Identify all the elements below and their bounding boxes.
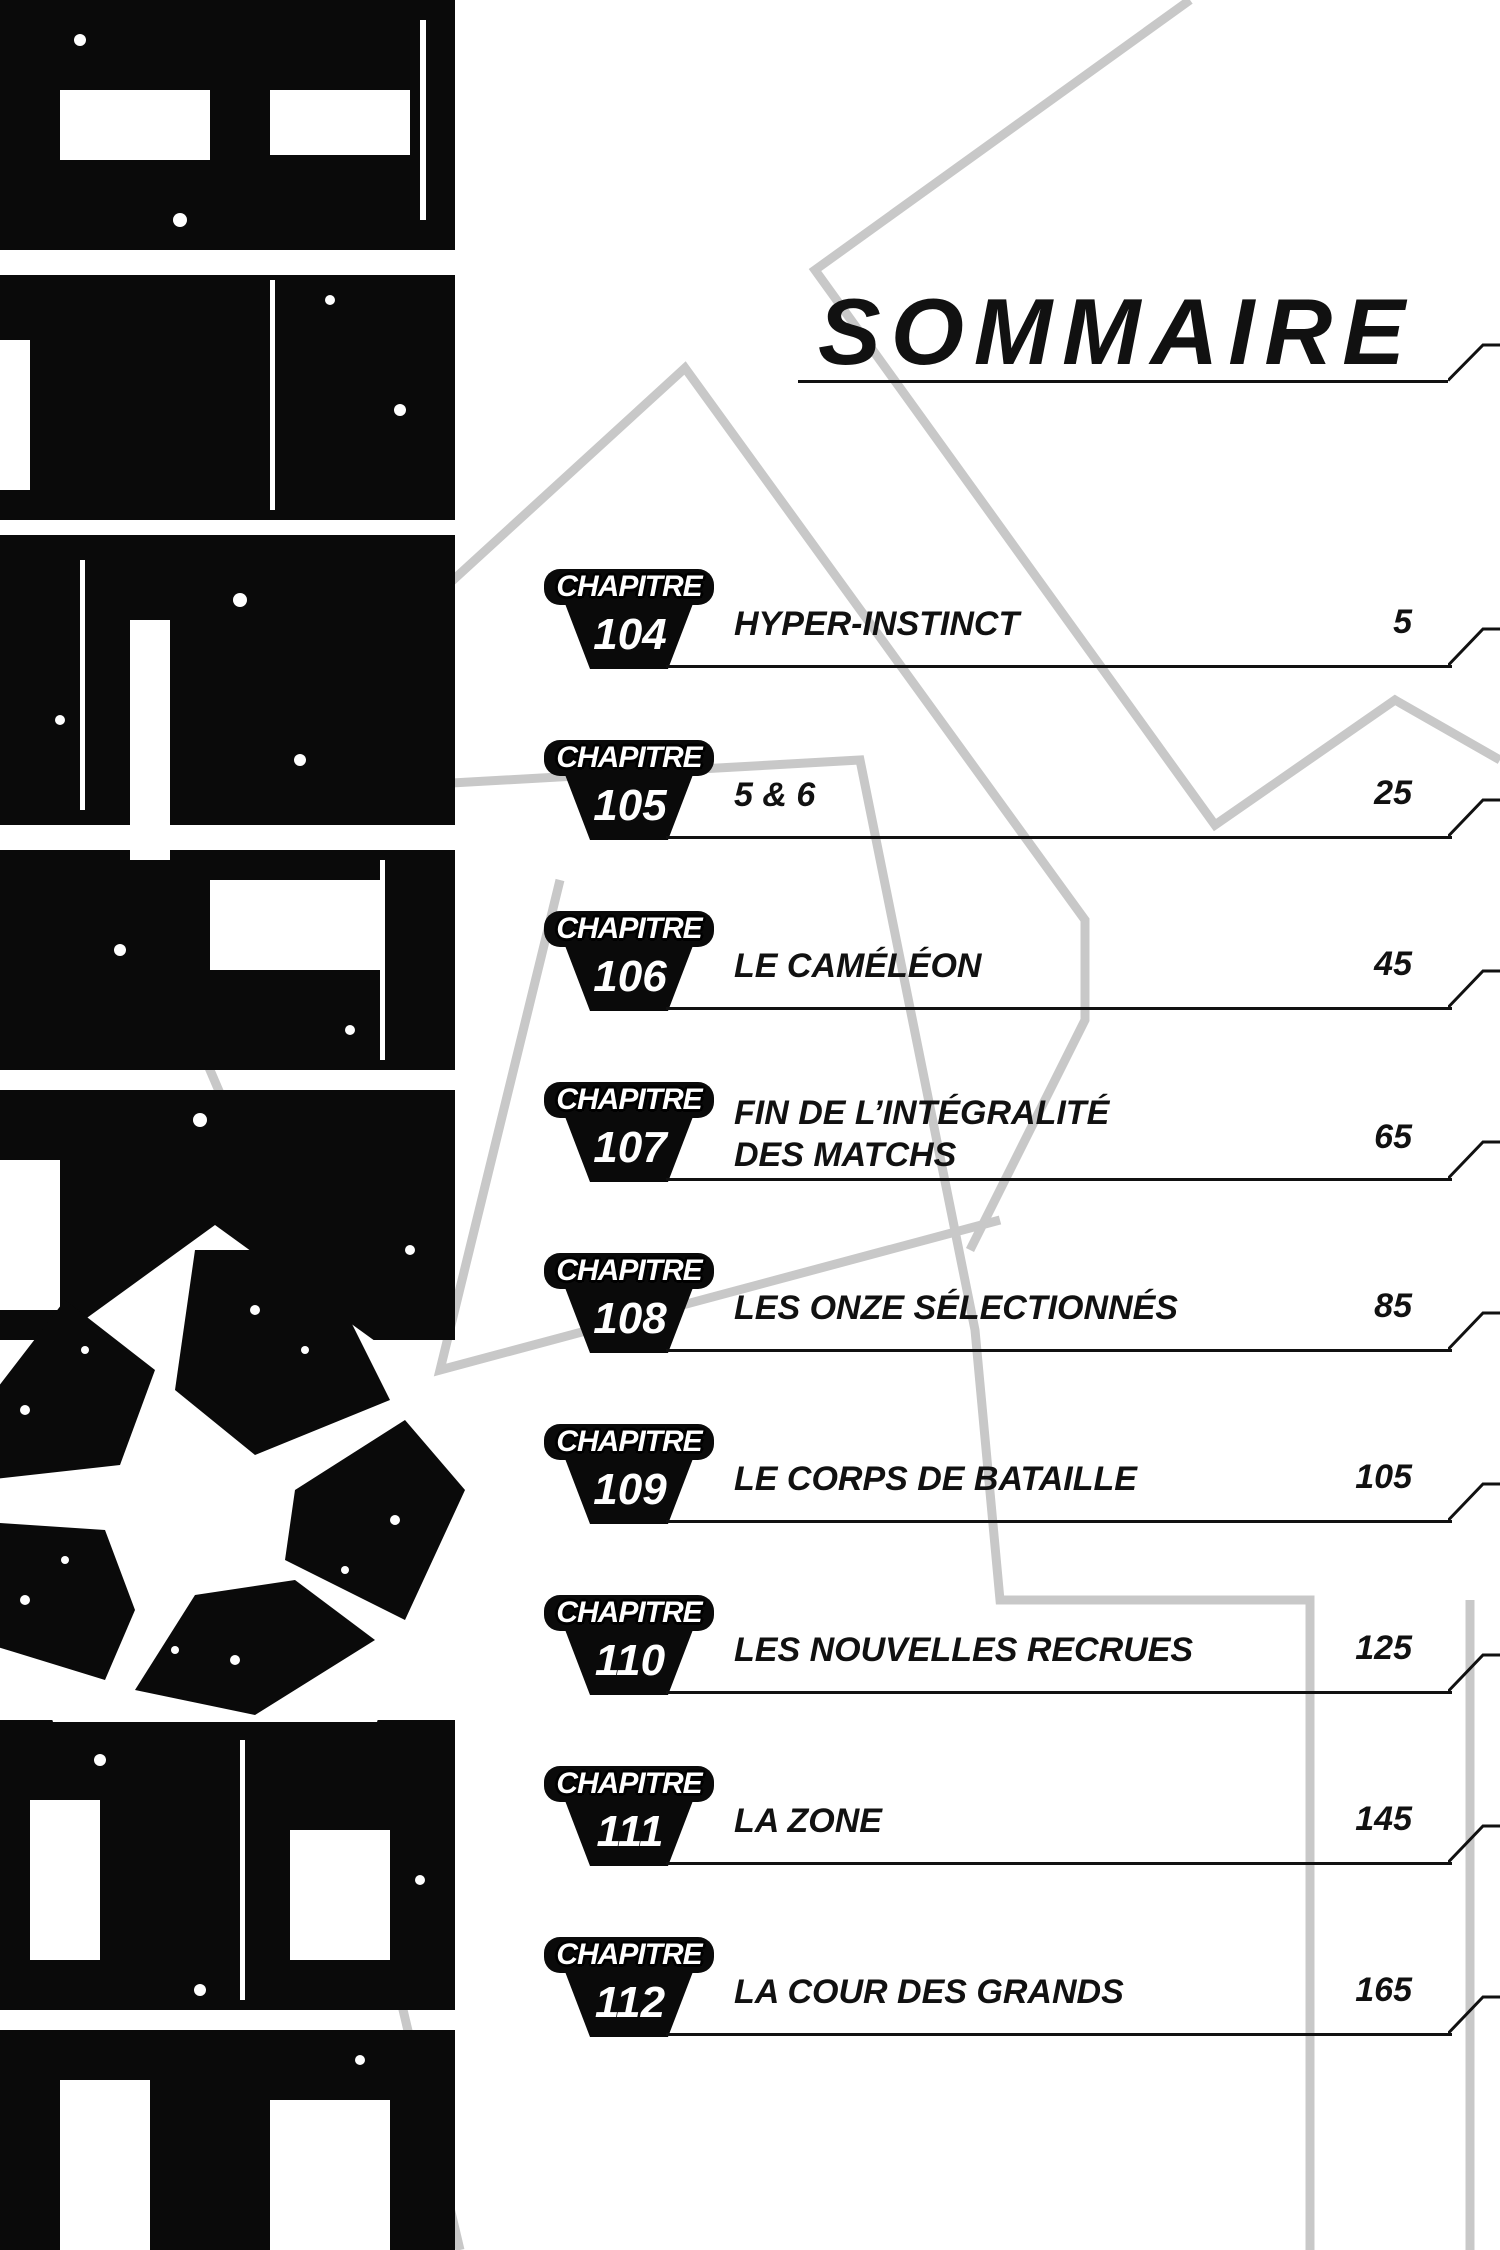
chapter-row[interactable]: CHAPITRE 110 LES NOUVELLES RECRUES 125 [530,1589,1500,1719]
title-underline [798,380,1448,383]
chapter-badge: CHAPITRE 108 [540,1247,718,1359]
chapter-title: LE CORPS DE BATAILLE [734,1458,1137,1500]
chapter-title: HYPER-INSTINCT [734,603,1019,645]
chapter-badge-shape [544,1253,714,1353]
chapter-badge-shape [544,569,714,669]
chapter-underline-tail [1448,1140,1500,1180]
chapter-badge: CHAPITRE 109 [540,1418,718,1530]
chapter-page-number: 105 [1355,1458,1412,1496]
grunge-title-artwork [0,0,477,2250]
chapter-row[interactable]: CHAPITRE 104 HYPER-INSTINCT 5 [530,563,1500,693]
chapter-underline [666,1007,1452,1010]
chapter-number: 108 [593,1294,667,1343]
chapter-badge-shape [544,1766,714,1866]
chapter-label: CHAPITRE [556,741,702,774]
title-underline-tail [1448,343,1500,382]
chapter-underline-tail [1448,1653,1500,1693]
chapter-underline-tail [1448,1995,1500,2035]
chapter-underline [666,665,1452,668]
chapter-title-line: HYPER-INSTINCT [734,605,1020,643]
chapter-underline [666,1691,1452,1694]
chapter-title: LES ONZE SÉLECTIONNÉS [734,1287,1178,1329]
chapter-title: LA COUR DES GRANDS [734,1971,1124,2013]
chapter-title-line: LE CORPS DE BATAILLE [734,1460,1137,1498]
chapter-row[interactable]: CHAPITRE 109 LE CORPS DE BATAILLE 105 [530,1418,1500,1548]
chapter-number: 111 [596,1807,664,1856]
chapter-title-line: LES ONZE SÉLECTIONNÉS [734,1289,1178,1327]
chapter-underline-tail [1448,1824,1500,1864]
chapter-badge: CHAPITRE 106 [540,905,718,1017]
chapter-underline-tail [1448,798,1500,838]
chapter-row[interactable]: CHAPITRE 112 LA COUR DES GRANDS 165 [530,1931,1500,2061]
chapter-badge-shape [544,911,714,1011]
chapter-title: LES NOUVELLES RECRUES [734,1629,1193,1671]
chapter-underline-tail [1448,1482,1500,1522]
chapter-badge: CHAPITRE 112 [540,1931,718,2043]
chapter-underline [666,1862,1452,1865]
chapter-number: 109 [593,1465,667,1514]
chapter-label: CHAPITRE [556,1767,702,1800]
chapter-underline [666,836,1452,839]
chapter-badge-shape [544,1595,714,1695]
chapter-row[interactable]: CHAPITRE 107 FIN DE L’INTÉGRALITÉ DES MATCH… [530,1076,1500,1206]
chapter-number: 110 [594,1636,666,1685]
chapter-badge: CHAPITRE 107 [540,1076,718,1188]
chapter-title-line: FIN DE L’INTÉGRALITÉ [734,1094,1110,1132]
chapter-label: CHAPITRE [556,570,702,603]
chapter-label: CHAPITRE [556,1938,702,1971]
chapter-number: 112 [594,1978,666,2027]
chapter-badge-shape [544,1937,714,2037]
chapter-number: 105 [593,781,667,830]
chapter-row[interactable]: CHAPITRE 105 5 & 6 25 [530,734,1500,864]
chapter-underline [666,1520,1452,1523]
chapter-page-number: 165 [1355,1971,1412,2009]
chapter-number: 107 [593,1123,667,1172]
chapter-badge-shape [544,1424,714,1524]
chapter-page-number: 65 [1374,1118,1412,1156]
chapter-row[interactable]: CHAPITRE 108 LES ONZE SÉLECTIONNÉS 85 [530,1247,1500,1377]
chapter-row[interactable]: CHAPITRE 106 LE CAMÉLÉON 45 [530,905,1500,1035]
chapter-title: 5 & 6 [734,774,815,816]
chapter-page-number: 5 [1393,603,1412,641]
chapter-badge-shape [544,740,714,840]
chapter-row[interactable]: CHAPITRE 111 LA ZONE 145 [530,1760,1500,1890]
chapter-title-line: LE CAMÉLÉON [734,947,982,985]
chapter-badge: CHAPITRE 111 [540,1760,718,1872]
chapter-title-line: DES MATCHS [734,1136,957,1174]
chapter-label: CHAPITRE [556,1083,702,1116]
chapter-badge: CHAPITRE 110 [540,1589,718,1701]
chapter-title-line: LA ZONE [734,1802,882,1840]
chapter-page-number: 25 [1374,774,1412,812]
chapter-underline-tail [1448,627,1500,667]
chapter-number: 106 [593,952,667,1001]
chapter-label: CHAPITRE [556,1254,702,1287]
chapter-badge-shape [544,1082,714,1182]
chapter-underline-tail [1448,1311,1500,1351]
chapter-title-line: 5 & 6 [734,776,816,814]
chapter-label: CHAPITRE [556,1425,702,1458]
chapter-underline [666,2033,1452,2036]
chapter-badge: CHAPITRE 104 [540,563,718,675]
chapter-label: CHAPITRE [556,912,702,945]
chapter-title: FIN DE L’INTÉGRALITÉ DES MATCHS [734,1092,1109,1176]
chapter-title: LA ZONE [734,1800,882,1842]
chapter-underline [666,1349,1452,1352]
chapter-title-line: LA COUR DES GRANDS [734,1973,1124,2011]
chapter-title: LE CAMÉLÉON [734,945,981,987]
chapter-title-line: LES NOUVELLES RECRUES [734,1631,1194,1669]
chapter-page-number: 125 [1355,1629,1412,1667]
chapter-page-number: 145 [1355,1800,1412,1838]
page-title: SOMMAIRE [818,279,1415,384]
chapter-page-number: 45 [1374,945,1412,983]
chapter-badge: CHAPITRE 105 [540,734,718,846]
chapter-underline [666,1178,1452,1181]
chapter-label: CHAPITRE [556,1596,702,1629]
chapter-underline-tail [1448,969,1500,1009]
chapter-page-number: 85 [1374,1287,1412,1325]
chapter-number: 104 [593,610,667,659]
